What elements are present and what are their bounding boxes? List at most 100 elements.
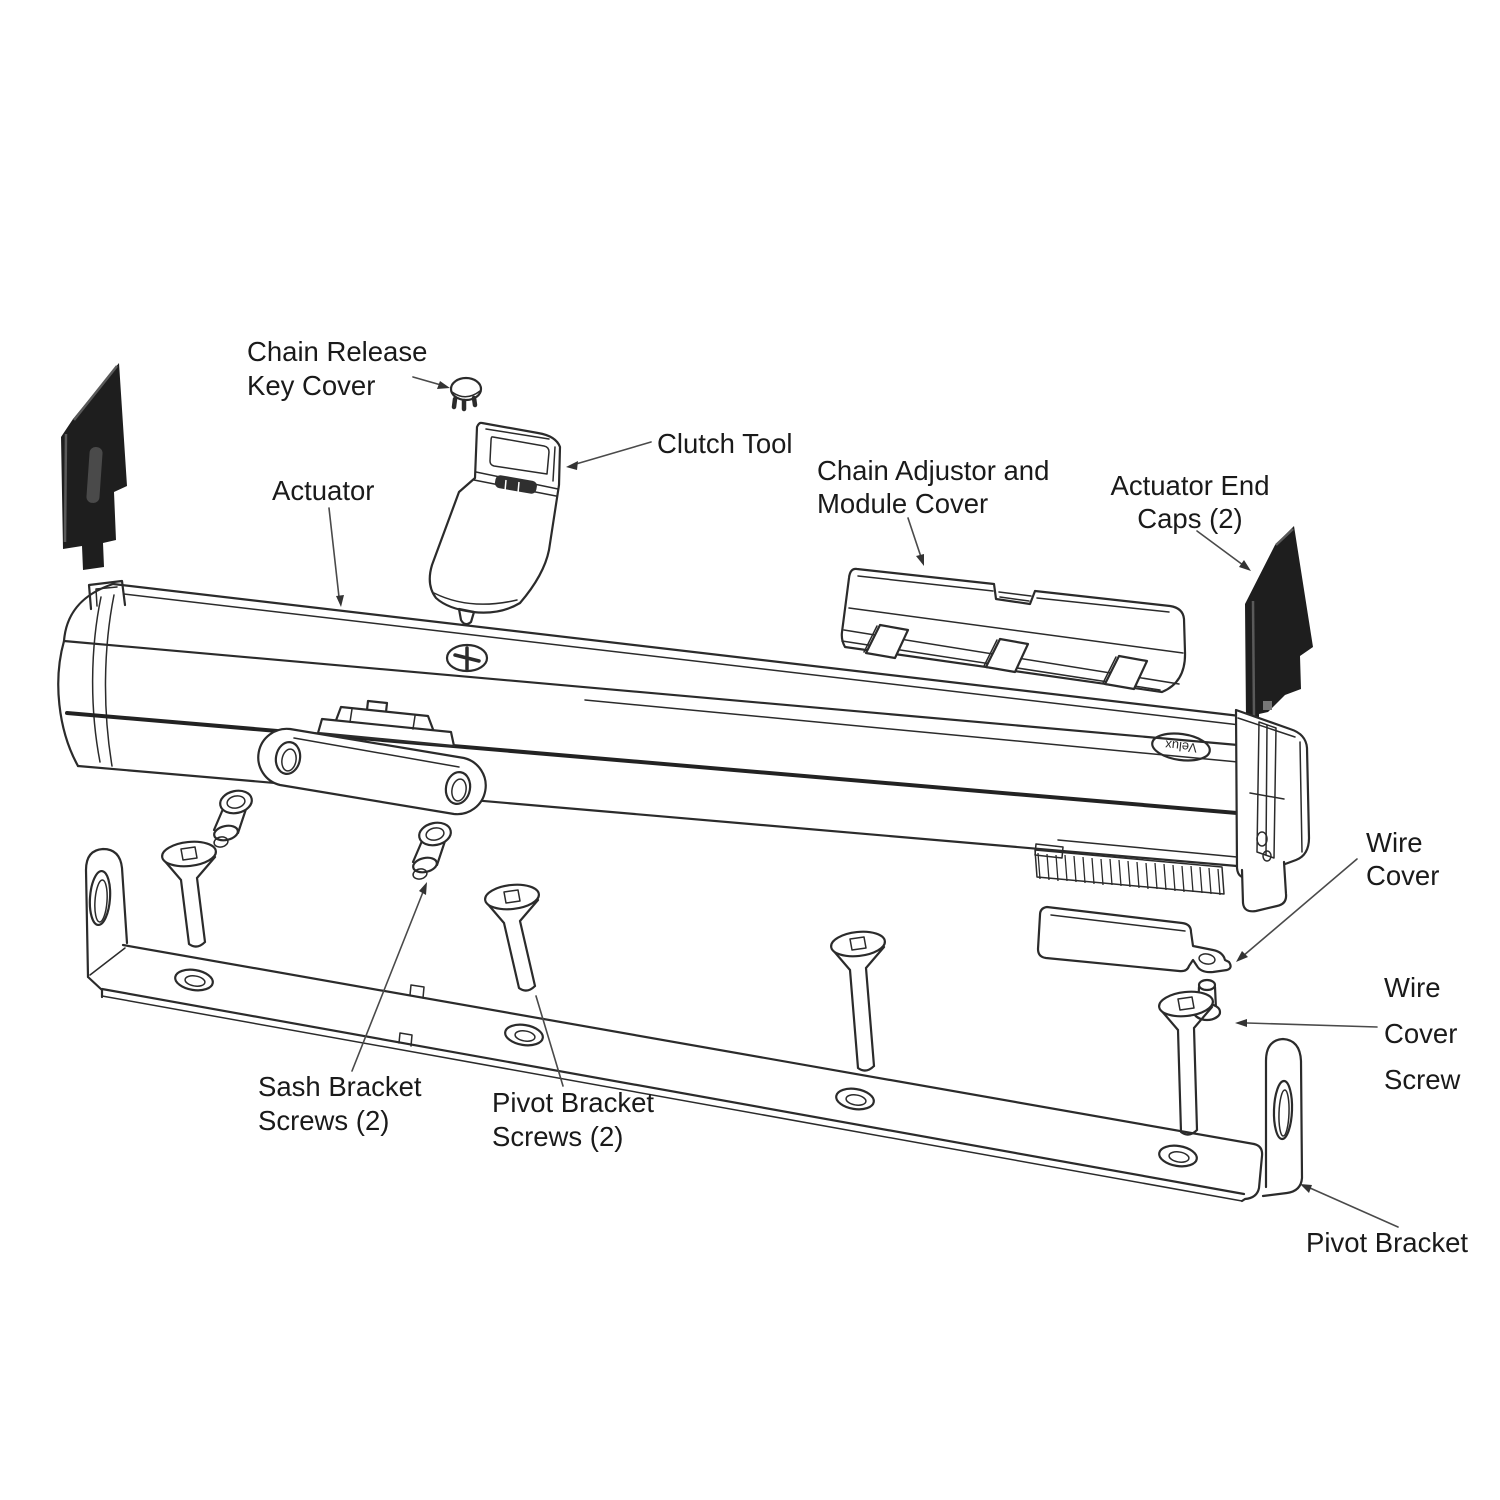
label-pivot-bracket-screws-line1: Pivot Bracket	[492, 1087, 654, 1118]
label-wire-cover-line1: Wire	[1366, 827, 1423, 858]
long-screw-3	[830, 930, 886, 1072]
sash-screw-1-tip	[213, 824, 239, 842]
actuator-bottom-edge	[76, 764, 1239, 868]
leader-pivot-bracket	[1309, 1187, 1399, 1228]
actuator-terminal-outline	[1034, 849, 1225, 895]
actuator-top-back-edge	[111, 582, 1242, 718]
sash-shoe-ticks	[349, 708, 416, 730]
clutch-tool-embossed-slits	[504, 479, 520, 494]
pivot-bracket-hole-3	[835, 1087, 875, 1111]
leader-module-cover	[907, 517, 922, 558]
pivot-bracket-front-edge	[100, 987, 1246, 1196]
module-cover-tab-1	[864, 623, 910, 660]
label-actuator-end-caps-line2: Caps (2)	[1137, 503, 1242, 534]
sash-screw-2-nub	[412, 868, 428, 880]
leader-module-cover-arrowhead	[916, 554, 924, 566]
long-screw-4	[1158, 990, 1214, 1136]
pivot-bracket-drawing	[84, 847, 1304, 1203]
wire-cover-inner-edge	[1050, 914, 1186, 932]
pivot-bracket-hole-1	[174, 968, 214, 992]
sash-plate-inner-edge	[293, 737, 460, 768]
label-chain-adjustor-module-cover-line1: Chain Adjustor and	[817, 455, 1049, 486]
sash-plate-hole-right-inner	[451, 778, 467, 802]
pivot-bracket-right-end	[1240, 1142, 1264, 1203]
key-cover-feet	[451, 395, 478, 412]
label-chain-release-key-cover-line2: Key Cover	[247, 370, 375, 401]
actuator-top-front-edge	[62, 639, 1240, 747]
actuator-left-tab	[87, 579, 127, 611]
label-chain-adjustor-module-cover-line2: Module Cover	[817, 488, 988, 519]
right-end-cap-lip	[1251, 600, 1256, 718]
labels: Chain Release Key Cover Clutch Tool Actu…	[247, 336, 1468, 1258]
actuator-top-screw	[445, 643, 489, 673]
label-wire-cover-line2: Cover	[1366, 860, 1439, 891]
clutch-tool-hole	[489, 436, 550, 475]
pivot-bracket-top-edge	[121, 943, 1256, 1146]
left-end-cap-top-highlight	[73, 365, 118, 421]
wire-cover-screw-head-under	[1193, 1013, 1221, 1021]
label-pivot-bracket: Pivot Bracket	[1306, 1227, 1468, 1258]
module-cover-tab-3-inner	[1102, 656, 1117, 684]
right-end-cap-top-edge	[1275, 528, 1294, 546]
actuator-terminal-clip	[1034, 843, 1064, 859]
actuator-top-screw-cross	[453, 646, 481, 671]
wire-cover-slot	[1198, 953, 1216, 965]
velux-logo-text: Velux	[1164, 737, 1198, 755]
actuator-left-seam-arcs	[91, 594, 115, 767]
pivot-bracket-left-slot	[88, 869, 112, 927]
leader-clutch-tool-arrowhead	[566, 461, 578, 470]
leader-clutch-tool	[575, 441, 652, 465]
module-cover-notch-steps	[998, 591, 1032, 602]
sash-plate-hole-right	[444, 771, 472, 805]
module-cover-fold-line-1	[848, 607, 1184, 654]
pivot-bracket-hole-2-inner	[514, 1030, 536, 1042]
wire-cover-drawing	[1036, 905, 1232, 974]
pivot-bracket-hole-2	[504, 1023, 544, 1047]
right-end-cap-notch	[1263, 701, 1272, 710]
pivot-bracket-left-fold	[89, 947, 126, 976]
velux-logo-oval	[1151, 732, 1211, 762]
long-screw-2	[484, 883, 540, 992]
leader-sash-bracket-screws-arrowhead	[419, 882, 427, 895]
pivot-bracket-right-ear	[1261, 1037, 1304, 1198]
actuator-clutch-pin-1	[1256, 831, 1268, 847]
clutch-tool-drawing	[428, 421, 562, 626]
left-end-cap-drawing	[61, 363, 127, 570]
pivot-bracket-left-slot-inner	[94, 879, 108, 923]
leader-actuator	[328, 507, 340, 598]
wire-cover-screw-tip	[1197, 978, 1217, 992]
leader-sash-bracket-screws	[351, 891, 424, 1072]
leader-wire-cover-arrowhead	[1236, 951, 1248, 962]
leader-actuator-arrowhead	[336, 595, 344, 607]
sash-screw-2-tip	[412, 856, 438, 874]
clutch-tool-nub	[457, 607, 476, 626]
left-end-cap-edge-highlight	[63, 433, 68, 543]
actuator-front-inner-line	[584, 699, 1239, 763]
clutch-tool-bottom-rim	[433, 592, 518, 605]
leader-pivot-bracket-arrowhead	[1300, 1184, 1312, 1193]
actuator-drawing: Velux	[57, 579, 1311, 913]
chain-adjustor-module-cover-drawing	[840, 567, 1187, 694]
pivot-bracket-front-notch	[398, 1032, 413, 1047]
right-end-cap-drawing	[1245, 526, 1313, 720]
pivot-bracket-screws-drawing	[161, 840, 1214, 1136]
label-pivot-bracket-screws-line2: Screws (2)	[492, 1121, 623, 1152]
pivot-bracket-hole-3-inner	[845, 1094, 867, 1106]
leader-end-caps-arrowhead	[1239, 560, 1251, 571]
sash-screw-2-flange-inner	[425, 827, 445, 841]
pivot-bracket-thickness-edge	[101, 995, 1243, 1202]
actuator-foot-flap	[1240, 860, 1288, 913]
leader-key-cover-arrowhead	[437, 381, 450, 389]
module-cover-tab-2-inner	[983, 639, 998, 667]
pivot-bracket-hole-1-inner	[184, 975, 206, 987]
long-screw-1	[161, 840, 217, 948]
actuator-left-nose	[57, 582, 115, 768]
actuator-clutch-pin-2	[1262, 850, 1272, 862]
label-actuator-end-caps-line1: Actuator End	[1111, 470, 1270, 501]
label-sash-bracket-screws-line1: Sash Bracket	[258, 1071, 422, 1102]
leader-lines	[328, 376, 1399, 1228]
actuator-bottom-lip	[1057, 839, 1238, 858]
chain-release-key-cover-drawing	[449, 376, 483, 412]
module-cover-tab-2	[984, 637, 1030, 674]
